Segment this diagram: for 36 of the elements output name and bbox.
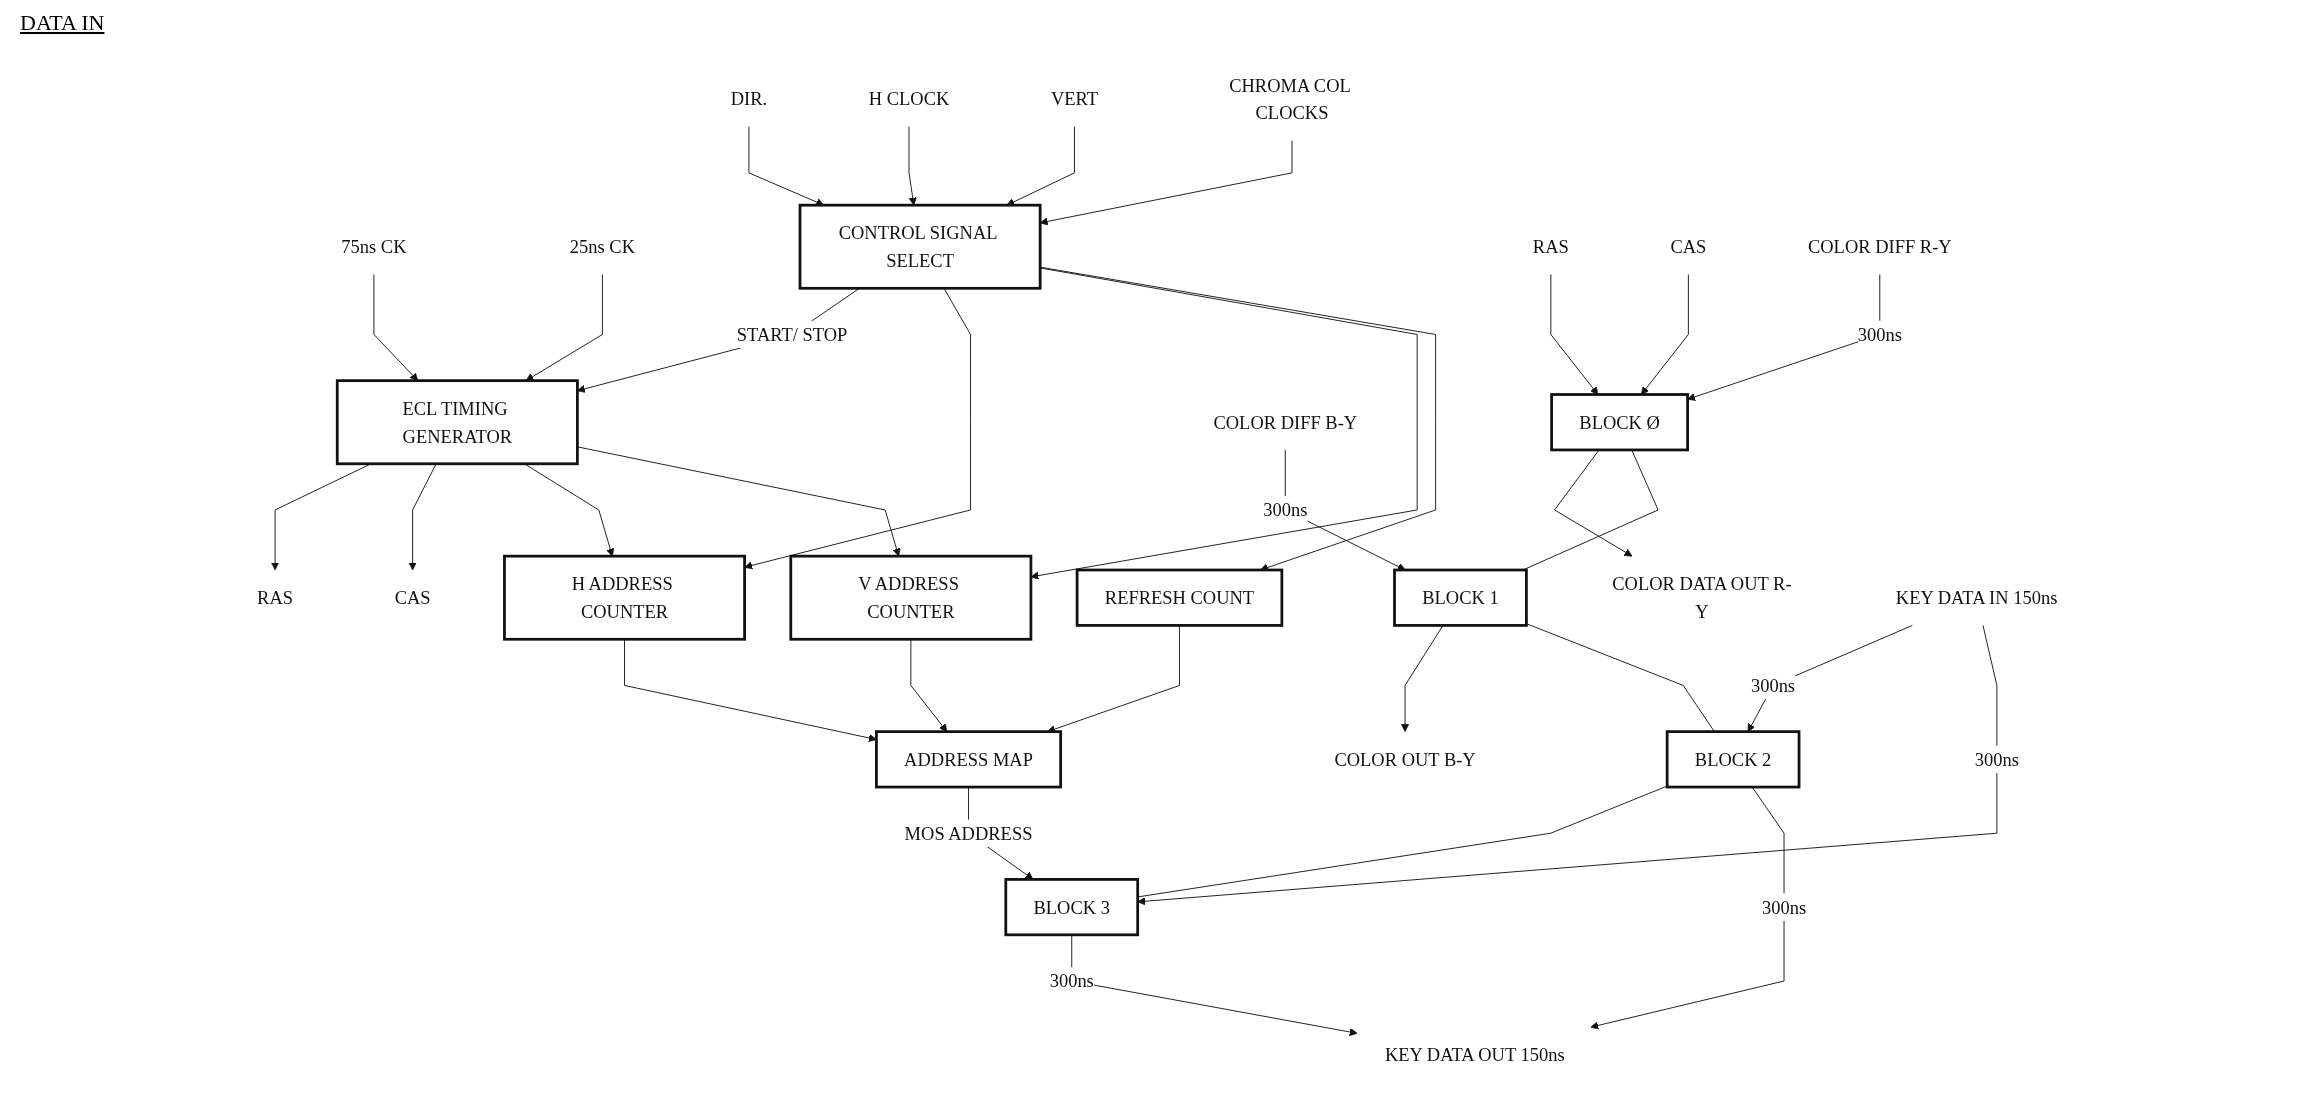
node-text: RAS bbox=[257, 587, 294, 608]
node-box: H ADDRESS COUNTER bbox=[503, 554, 747, 641]
edge-label: 300ns bbox=[1751, 675, 1796, 696]
connector bbox=[1137, 785, 1668, 898]
edge-label: 300ns bbox=[1762, 896, 1807, 918]
node-text: COLOR OUT B-Y bbox=[1334, 749, 1476, 770]
node-text: COLOR DIFF R-Y bbox=[1808, 236, 1952, 257]
node-box: BLOCK 3 bbox=[1004, 878, 1140, 937]
node-text: COLOR DATA OUT R-Y bbox=[1612, 573, 1792, 622]
heading-label: DATA IN bbox=[20, 10, 105, 35]
edge-label: 300ns bbox=[1263, 499, 1308, 521]
node-box: CONTROL SIGNAL SELECT bbox=[798, 203, 1042, 290]
node-text: H CLOCK bbox=[868, 88, 950, 110]
node-text: KEY DATA OUT 150ns bbox=[1385, 1044, 1565, 1066]
node-text: CAS bbox=[394, 587, 431, 608]
node-box: BLOCK 1 bbox=[1393, 568, 1529, 627]
node-text: 25ns CK bbox=[570, 236, 636, 257]
node-text: DIR. bbox=[730, 88, 768, 110]
edge-label: MOS ADDRESS bbox=[904, 823, 1033, 844]
node-box: V ADDRESS COUNTER bbox=[789, 554, 1033, 641]
node-text: 75ns CK bbox=[341, 236, 407, 257]
edge-label: 300ns bbox=[1975, 749, 2020, 770]
node-text: VERT bbox=[1051, 88, 1099, 110]
edge-label: 300ns bbox=[1857, 324, 1903, 345]
edge-label: START/ STOP bbox=[737, 324, 848, 345]
node-box: REFRESH COUNT bbox=[1075, 568, 1284, 627]
node-text: KEY DATA IN 150ns bbox=[1896, 587, 2058, 608]
node-text: RAS bbox=[1533, 236, 1570, 257]
node-text: CAS bbox=[1670, 236, 1707, 257]
edge-label: 300ns bbox=[1049, 970, 1095, 992]
node-text: COLOR DIFF B-Y bbox=[1213, 412, 1358, 433]
node-box: BLOCK Ø bbox=[1550, 393, 1690, 452]
node-text: CHROMA COL CLOCKS bbox=[1229, 74, 1351, 123]
node-box: ADDRESS MAP bbox=[875, 730, 1063, 789]
node-box: ECL TIMING GENERATOR bbox=[336, 379, 580, 466]
node-box: BLOCK 2 bbox=[1666, 730, 1801, 789]
